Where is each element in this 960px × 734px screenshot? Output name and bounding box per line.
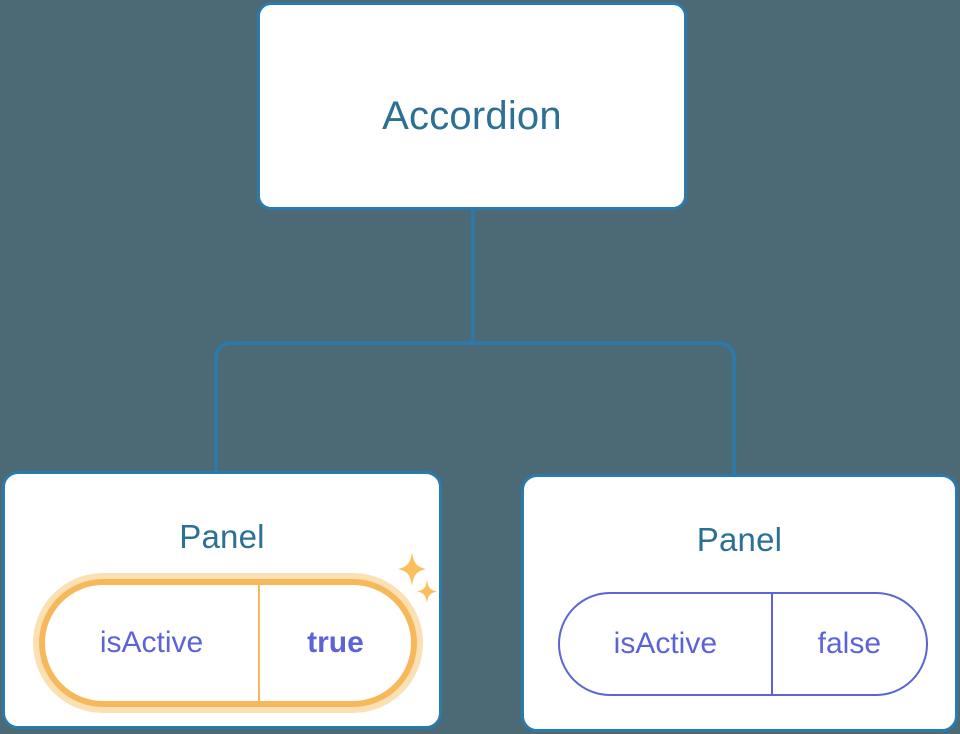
prop-pill-key: isActive (560, 594, 773, 694)
prop-pill-isactive-true[interactable]: isActive true (39, 579, 417, 707)
node-panel-left-title: Panel (179, 518, 265, 555)
sparkle-small-icon (417, 580, 437, 603)
connector-to-left-panel (214, 341, 473, 471)
prop-pill-value: false (817, 627, 882, 660)
sparkle-large-icon (398, 552, 426, 586)
prop-pill-key: isActive (45, 585, 260, 701)
node-panel-right-title: Panel (696, 521, 783, 558)
prop-pill-isactive-false[interactable]: isActive false (558, 592, 928, 696)
node-accordion[interactable]: Accordion (257, 2, 687, 210)
node-panel-left[interactable]: Panel isActive true (2, 471, 442, 729)
node-accordion-title: Accordion (382, 94, 562, 138)
connector-to-right-panel (473, 341, 736, 474)
node-panel-right[interactable]: Panel isActive false (521, 474, 958, 732)
prop-pill-value: true (307, 626, 364, 659)
